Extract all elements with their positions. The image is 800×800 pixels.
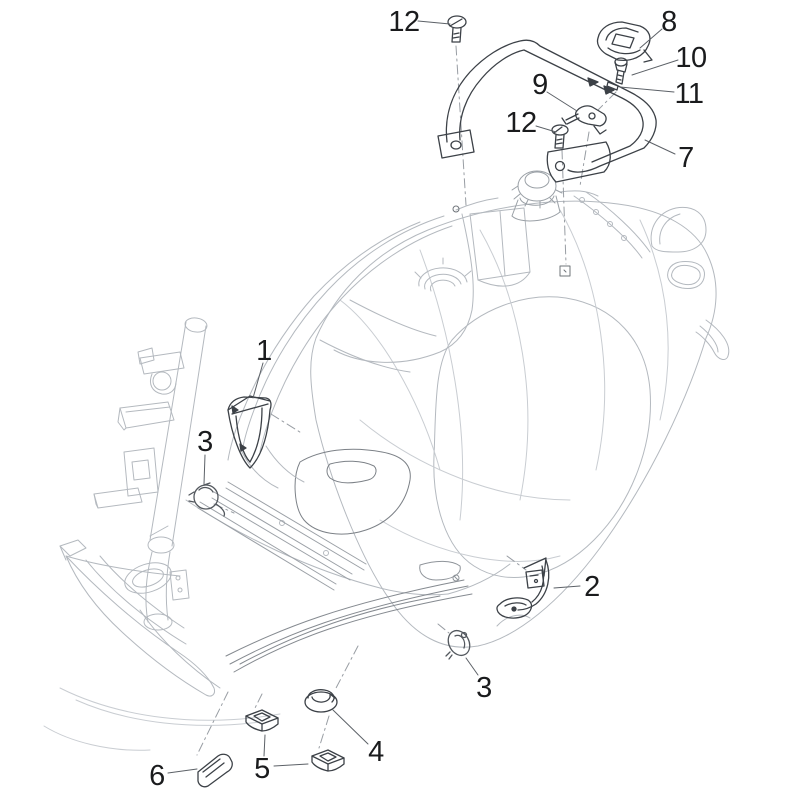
bracket-2 xyxy=(496,557,550,619)
leader-1 xyxy=(252,362,264,399)
leader-11 xyxy=(619,86,675,93)
pin-11 xyxy=(606,81,619,91)
screw-10 xyxy=(614,57,628,85)
pad-5-lower xyxy=(311,749,345,772)
leader-5b xyxy=(273,763,309,767)
leader-6 xyxy=(167,768,198,774)
side-cover-outline xyxy=(310,200,717,648)
callout-4: 4 xyxy=(368,736,384,768)
callout-7: 7 xyxy=(678,142,694,174)
grab-rail xyxy=(437,39,657,183)
side-sill xyxy=(225,579,473,673)
shield-cover-1 xyxy=(227,395,272,469)
latch-9 xyxy=(561,105,607,135)
ribbed-dome xyxy=(414,257,472,292)
screw-12-left xyxy=(447,15,467,43)
rack-band xyxy=(573,195,643,259)
leader-7 xyxy=(644,139,676,155)
hand-recess xyxy=(667,261,705,289)
side-cover-inner-oval xyxy=(433,296,651,578)
strip-6 xyxy=(197,753,233,788)
fuel-cap xyxy=(511,170,563,222)
callout-1: 1 xyxy=(256,335,272,367)
grommet-4 xyxy=(304,689,338,713)
leader-8 xyxy=(639,28,663,49)
mudflap xyxy=(695,319,730,360)
callout-3-lower: 3 xyxy=(476,672,492,704)
leader-12-left xyxy=(417,20,451,25)
leader-10 xyxy=(631,59,679,76)
floorboard-ribs xyxy=(197,481,367,591)
callout-10: 10 xyxy=(675,42,706,74)
side-cover-seams xyxy=(339,209,669,562)
tail-light-pod xyxy=(650,206,707,253)
boss-12a xyxy=(452,205,460,213)
leader-lines xyxy=(167,20,679,774)
kick-panel xyxy=(294,448,411,535)
callout-11: 11 xyxy=(674,78,703,110)
scooter-body-linework xyxy=(43,170,730,751)
pad-5-upper xyxy=(245,709,279,732)
molding-strip xyxy=(419,560,461,582)
callout-8: 8 xyxy=(661,6,677,38)
screw-12-right xyxy=(551,124,569,149)
callout-3-upper: 3 xyxy=(197,426,213,458)
leader-12-right xyxy=(535,125,557,133)
steering-column xyxy=(93,317,208,631)
grommet-3-upper xyxy=(188,482,226,517)
front-shield xyxy=(59,539,221,697)
leader-9 xyxy=(546,91,578,112)
callout-12-right: 12 xyxy=(505,107,536,139)
leader-4 xyxy=(332,709,369,745)
leader-2 xyxy=(553,585,581,589)
cap-3-lower xyxy=(445,629,471,660)
callout-9: 9 xyxy=(532,69,548,101)
leader-3-upper xyxy=(203,454,206,485)
callout-12-left: 12 xyxy=(388,6,419,38)
centerlines xyxy=(196,45,617,756)
tub-interior xyxy=(333,213,474,363)
leader-5a xyxy=(263,734,266,757)
floor-edge xyxy=(185,499,449,596)
leader-3-lower xyxy=(465,657,479,676)
callout-labels: 12 8 10 11 9 12 7 1 3 2 3 4 5 6 xyxy=(149,6,707,792)
callout-2: 2 xyxy=(584,571,600,603)
callout-6: 6 xyxy=(149,760,165,792)
seat-tub-rim xyxy=(241,215,445,453)
highlighted-parts xyxy=(188,15,657,788)
rail-cap xyxy=(596,21,653,63)
front-lower-arcs xyxy=(43,687,281,751)
callout-5: 5 xyxy=(254,753,270,785)
boss-12b xyxy=(559,265,571,277)
